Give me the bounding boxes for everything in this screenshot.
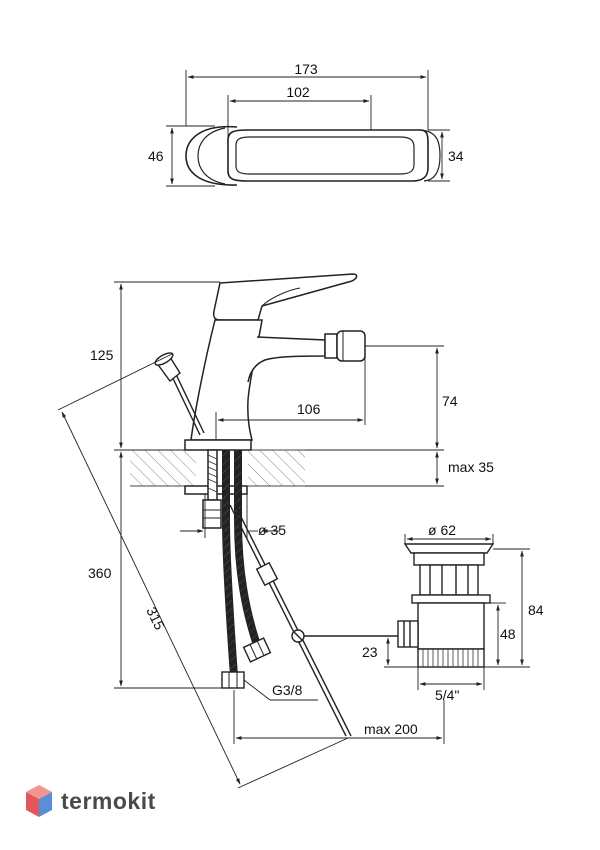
hose-fitting-right — [242, 637, 272, 663]
dim-drain-diameter: ø 62 — [428, 522, 456, 538]
dim-height-right: 34 — [448, 148, 464, 164]
top-view — [185, 125, 441, 186]
drain-cap — [403, 543, 495, 554]
dim-drain-offset: 23 — [362, 644, 378, 660]
top-handle-inner — [235, 136, 415, 175]
dim-drain-height-body: 48 — [500, 626, 516, 642]
top-handle-outline — [227, 129, 429, 182]
dim-drain-height-total: 84 — [528, 602, 544, 618]
dim-hole-diameter: ø 35 — [258, 522, 286, 538]
dim-height-left: 46 — [148, 148, 164, 164]
brand-name: termokit — [61, 787, 156, 814]
top-view-dimensions — [166, 70, 450, 187]
base-flange — [184, 439, 252, 451]
faucet-body — [190, 319, 263, 441]
popup-rod — [154, 352, 398, 737]
drain-assembly — [397, 543, 495, 668]
fixing-nut — [202, 499, 222, 529]
side-view-dimensions — [57, 281, 445, 789]
dim-outlet-height: 74 — [442, 393, 458, 409]
brand-logo: termokit — [25, 784, 156, 818]
drain-side-port — [397, 620, 419, 648]
hose-fitting-left — [221, 671, 245, 689]
dim-drain-thread: 5/4" — [435, 687, 459, 703]
rod-clamp — [255, 561, 279, 587]
nozzle-collar — [324, 333, 338, 359]
dim-width-handle: 102 — [286, 84, 310, 100]
dim-total-height: 360 — [88, 565, 112, 581]
cube-logo-icon — [26, 785, 52, 817]
dim-connection: G3/8 — [272, 682, 303, 698]
drain-flange — [413, 552, 485, 566]
drain-body — [417, 602, 485, 650]
dim-max-thickness: max 35 — [448, 459, 494, 475]
dim-spout-height: 125 — [90, 347, 114, 363]
nozzle-head — [336, 330, 366, 362]
dim-width-total: 173 — [294, 61, 318, 77]
top-handle-tip — [419, 129, 441, 182]
dim-hose-length: 315 — [143, 604, 168, 632]
dim-reach: 106 — [297, 401, 321, 417]
top-base-outline — [185, 125, 238, 186]
spout — [247, 336, 326, 383]
drain-thread — [417, 648, 485, 668]
dim-rod-reach: max 200 — [364, 721, 418, 737]
lever-handle — [212, 273, 358, 321]
top-base-inner — [197, 127, 226, 185]
drain-dimensions — [384, 534, 530, 690]
